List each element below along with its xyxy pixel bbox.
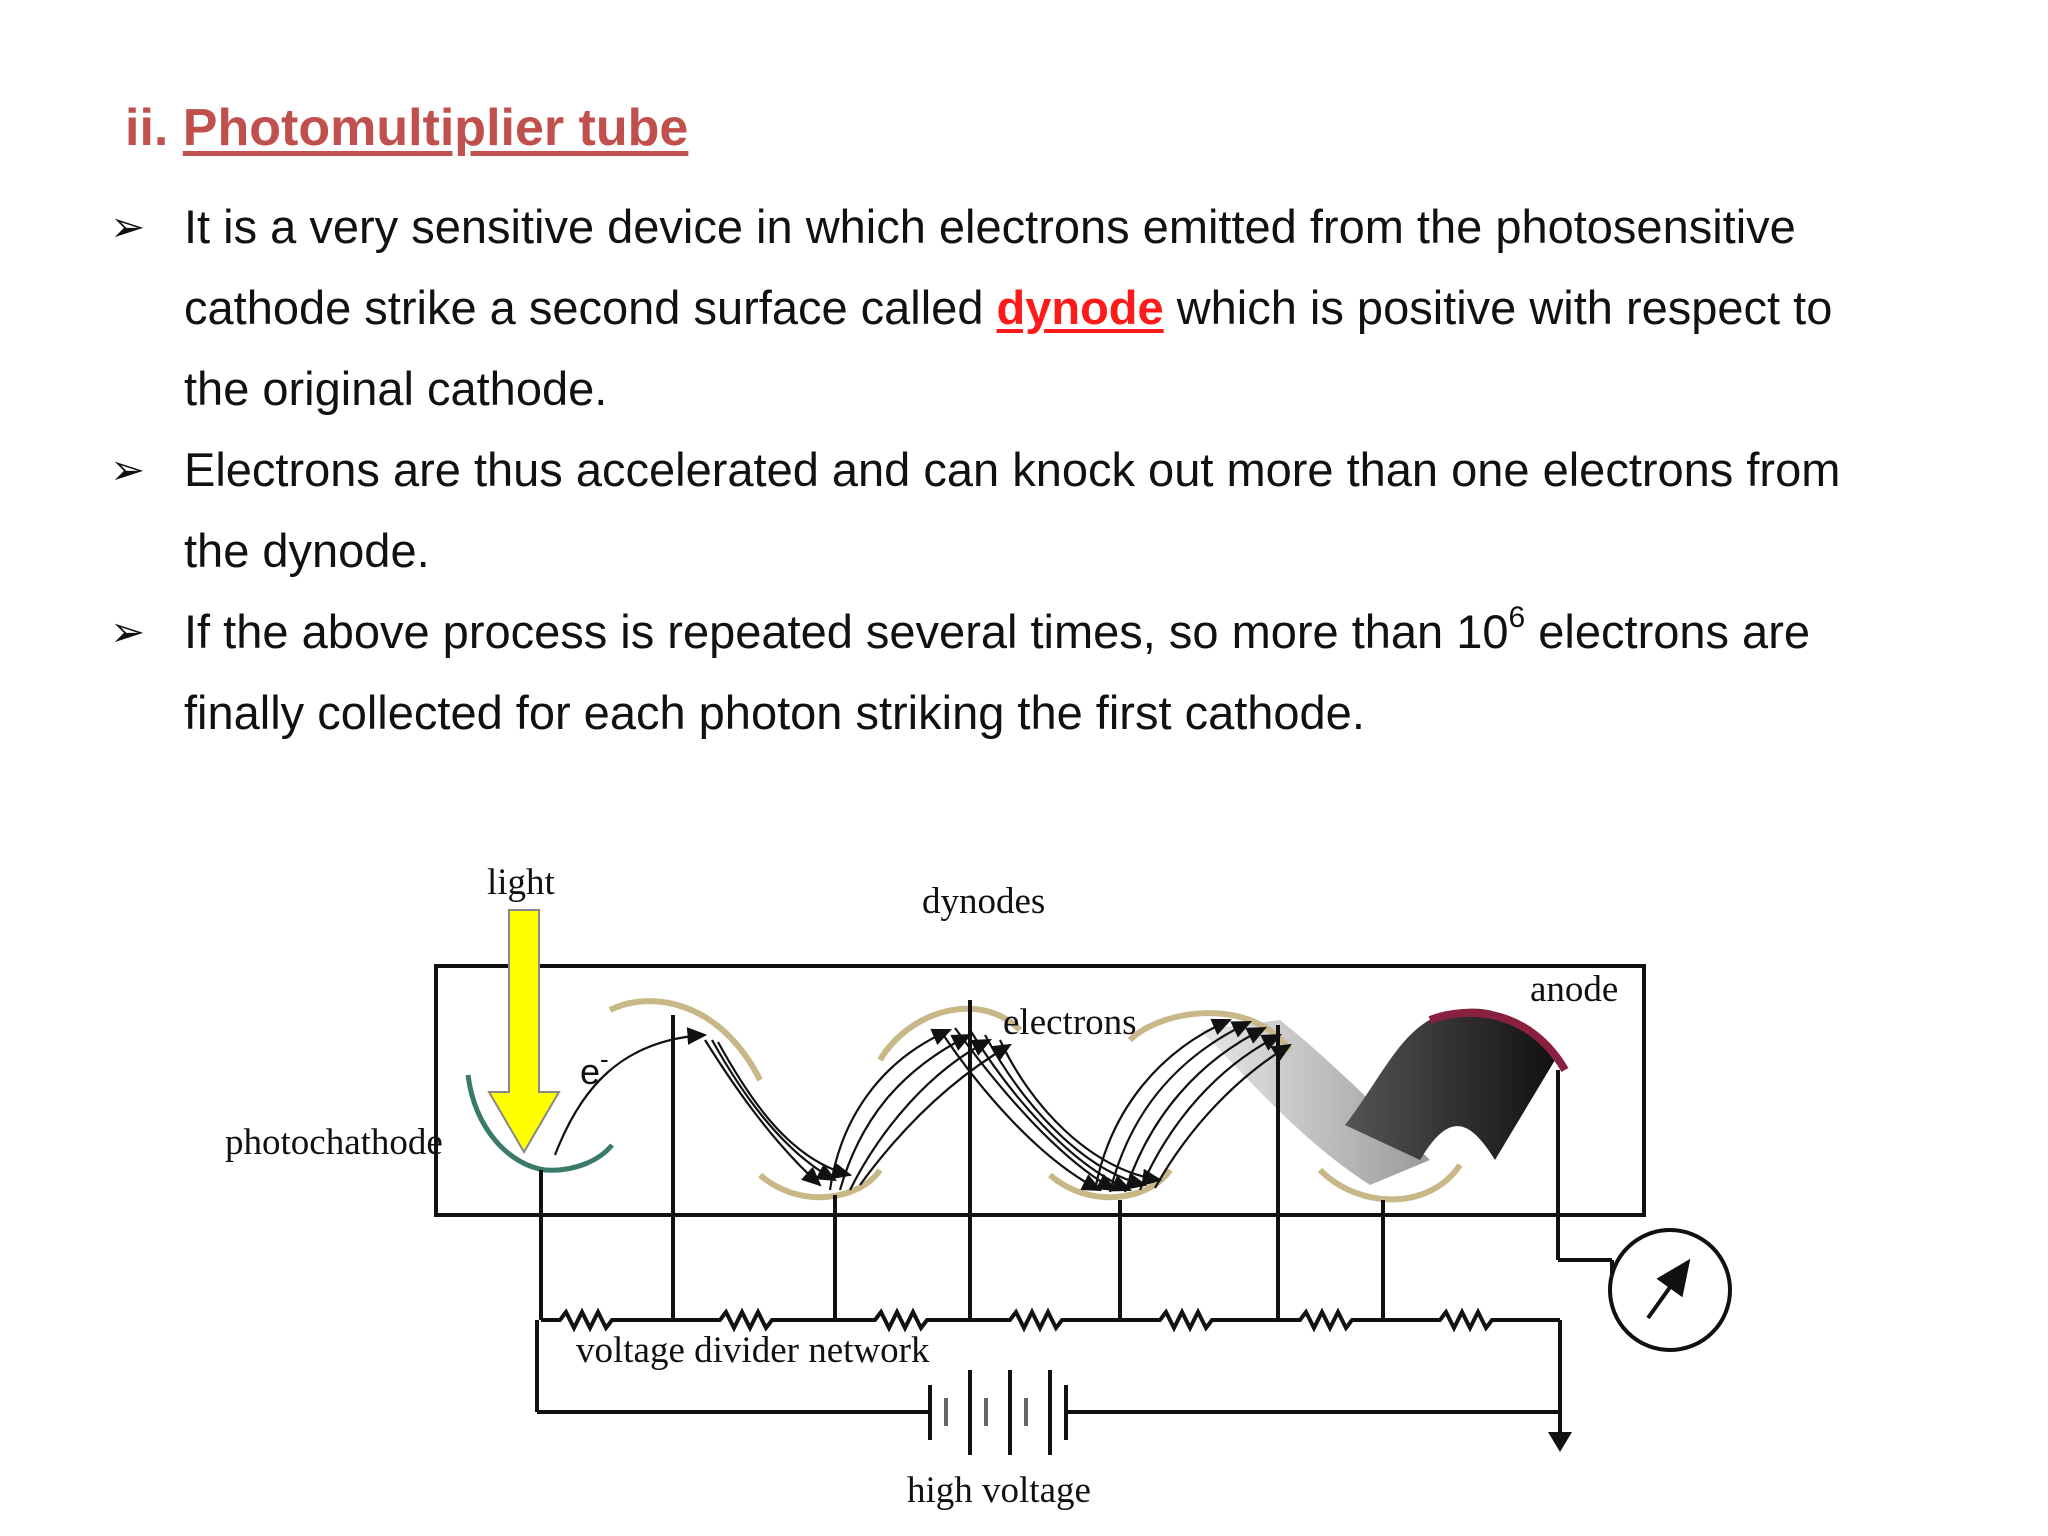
label-high-voltage: high voltage — [907, 1470, 1091, 1511]
label-electron-symbol: e- — [580, 1044, 609, 1092]
dynodes — [608, 998, 1463, 1203]
bullet-arrow-icon: ➢ — [110, 202, 146, 251]
bullet-3-line-1: If the above process is repeated several… — [184, 601, 1810, 658]
label-voltage-divider: voltage divider network — [576, 1330, 930, 1371]
tube-envelope — [434, 964, 1646, 1217]
heading-number: ii. — [125, 99, 169, 157]
dynode-1 — [608, 998, 763, 1082]
bullet-3-line-2: finally collected for each photon striki… — [184, 686, 1365, 739]
bullet-arrow-icon: ➢ — [110, 607, 146, 656]
meter-icon — [1608, 1228, 1732, 1352]
bullet-2-line-2: the dynode. — [184, 524, 430, 577]
bullet-2-line-1: Electrons are thus accelerated and can k… — [184, 443, 1841, 496]
dynode-6 — [1317, 1163, 1463, 1203]
bullet-arrow-icon: ➢ — [110, 445, 146, 494]
dynode-2 — [758, 1168, 883, 1201]
bullet-1-line-2: cathode strike a second surface called d… — [184, 281, 1833, 334]
dynode-3 — [877, 1005, 1023, 1062]
heading-title: Photomultiplier tube — [182, 99, 689, 157]
label-photocathode: photochathode — [225, 1122, 443, 1163]
slide-heading: ii. Photomultiplier tube — [125, 98, 688, 158]
anode-shape — [1428, 1008, 1569, 1073]
electron-beam-light — [1200, 1020, 1430, 1185]
label-electrons: electrons — [1003, 1002, 1137, 1043]
dynode-highlight: dynode — [996, 281, 1164, 334]
battery — [537, 1370, 1560, 1455]
photocathode-shape — [465, 1074, 614, 1173]
dynode-4 — [1048, 1168, 1173, 1201]
ground-arrow-icon — [1548, 1432, 1572, 1452]
meter-needle-icon — [1646, 1258, 1691, 1320]
bullet-1-line-3: the original cathode. — [184, 362, 608, 415]
bullet-1-line-1: It is a very sensitive device in which e… — [184, 200, 1796, 253]
electron-beam-dark — [1345, 1008, 1555, 1160]
exponent: 6 — [1508, 601, 1526, 635]
electron-paths — [553, 1018, 1292, 1193]
voltage-divider — [535, 1307, 1562, 1420]
label-anode: anode — [1530, 969, 1618, 1010]
label-dynodes: dynodes — [922, 881, 1045, 922]
label-light: light — [487, 862, 556, 903]
electrode-leads — [539, 1000, 1612, 1320]
dynode-5 — [1127, 1010, 1293, 1052]
light-arrow-icon — [487, 909, 561, 1154]
